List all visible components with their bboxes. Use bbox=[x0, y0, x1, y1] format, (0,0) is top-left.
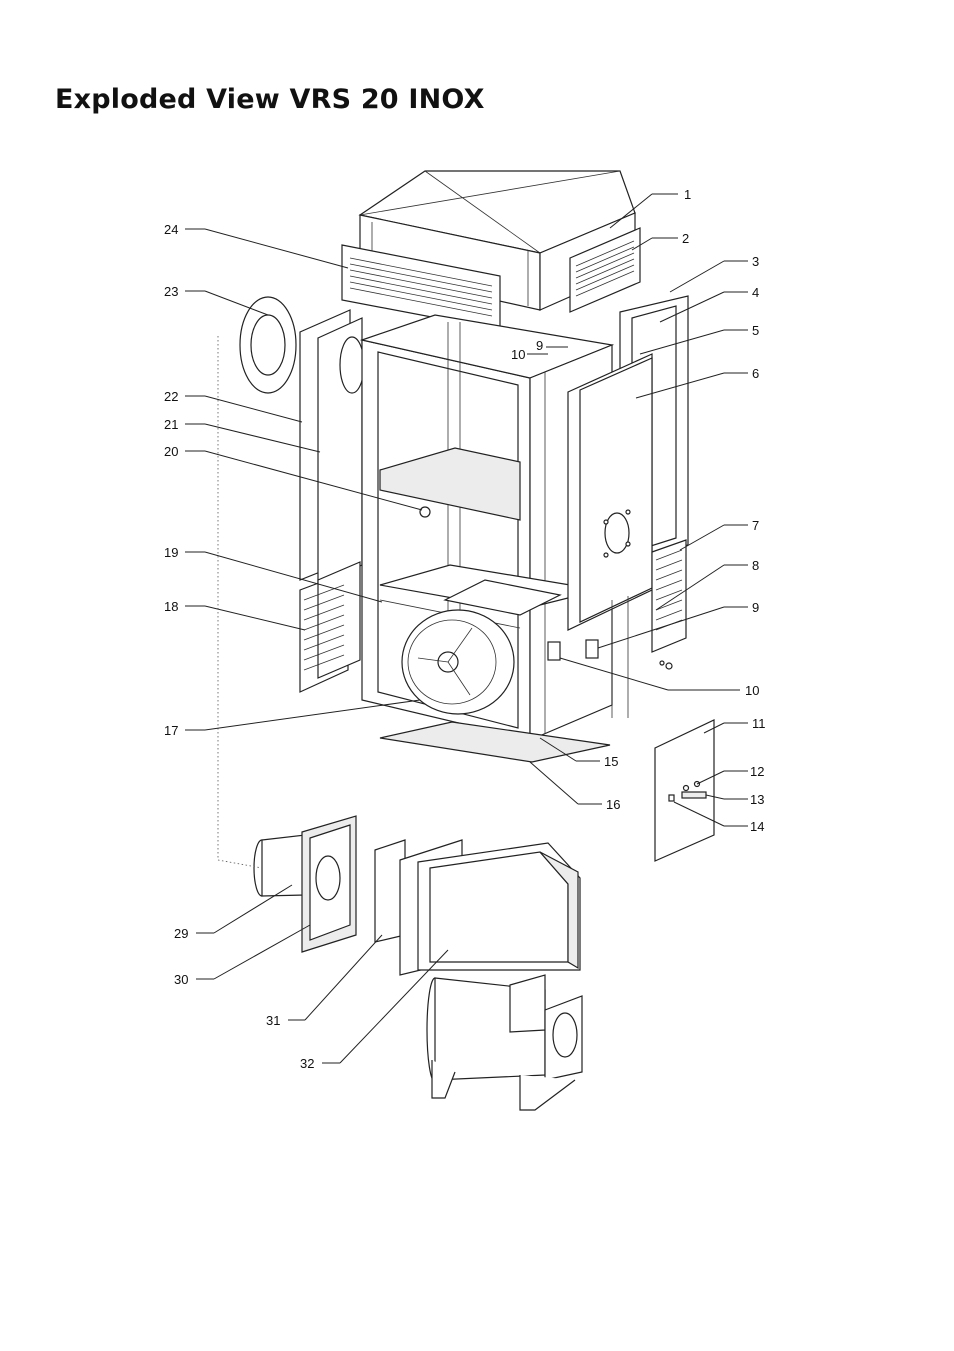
callout-3: 3 bbox=[752, 254, 759, 269]
callout-10-inner: 10 bbox=[511, 347, 525, 362]
callout-16: 16 bbox=[606, 797, 620, 812]
callout-13: 13 bbox=[750, 792, 764, 807]
callout-11: 11 bbox=[752, 716, 766, 731]
callout-6: 6 bbox=[752, 366, 759, 381]
leader-lines bbox=[185, 193, 748, 1064]
burner-assembly-drawing bbox=[253, 815, 583, 1111]
upper-unit-drawing bbox=[239, 170, 715, 862]
callout-22: 22 bbox=[164, 389, 178, 404]
callout-14: 14 bbox=[750, 819, 764, 834]
callout-5: 5 bbox=[752, 323, 759, 338]
callout-18: 18 bbox=[164, 599, 178, 614]
callout-7: 7 bbox=[752, 518, 759, 533]
callout-10: 10 bbox=[745, 683, 759, 698]
callout-8: 8 bbox=[752, 558, 759, 573]
callout-24: 24 bbox=[164, 222, 178, 237]
callout-19: 19 bbox=[164, 545, 178, 560]
callout-31: 31 bbox=[266, 1013, 280, 1028]
callout-9: 9 bbox=[752, 600, 759, 615]
callout-20: 20 bbox=[164, 444, 178, 459]
callout-1: 1 bbox=[684, 187, 691, 202]
callout-29: 29 bbox=[174, 926, 188, 941]
callout-23: 23 bbox=[164, 284, 178, 299]
callout-17: 17 bbox=[164, 723, 178, 738]
callout-4: 4 bbox=[752, 285, 759, 300]
callout-15: 15 bbox=[604, 754, 618, 769]
callout-12: 12 bbox=[750, 764, 764, 779]
callout-labels: 1 2 3 4 5 6 7 8 9 10 11 12 13 14 15 16 1… bbox=[164, 187, 766, 1071]
callout-32: 32 bbox=[300, 1056, 314, 1071]
page-title: Exploded View VRS 20 INOX bbox=[55, 84, 485, 115]
callout-30: 30 bbox=[174, 972, 188, 987]
callout-9-inner: 9 bbox=[536, 338, 543, 353]
callout-21: 21 bbox=[164, 417, 178, 432]
callout-2: 2 bbox=[682, 231, 689, 246]
